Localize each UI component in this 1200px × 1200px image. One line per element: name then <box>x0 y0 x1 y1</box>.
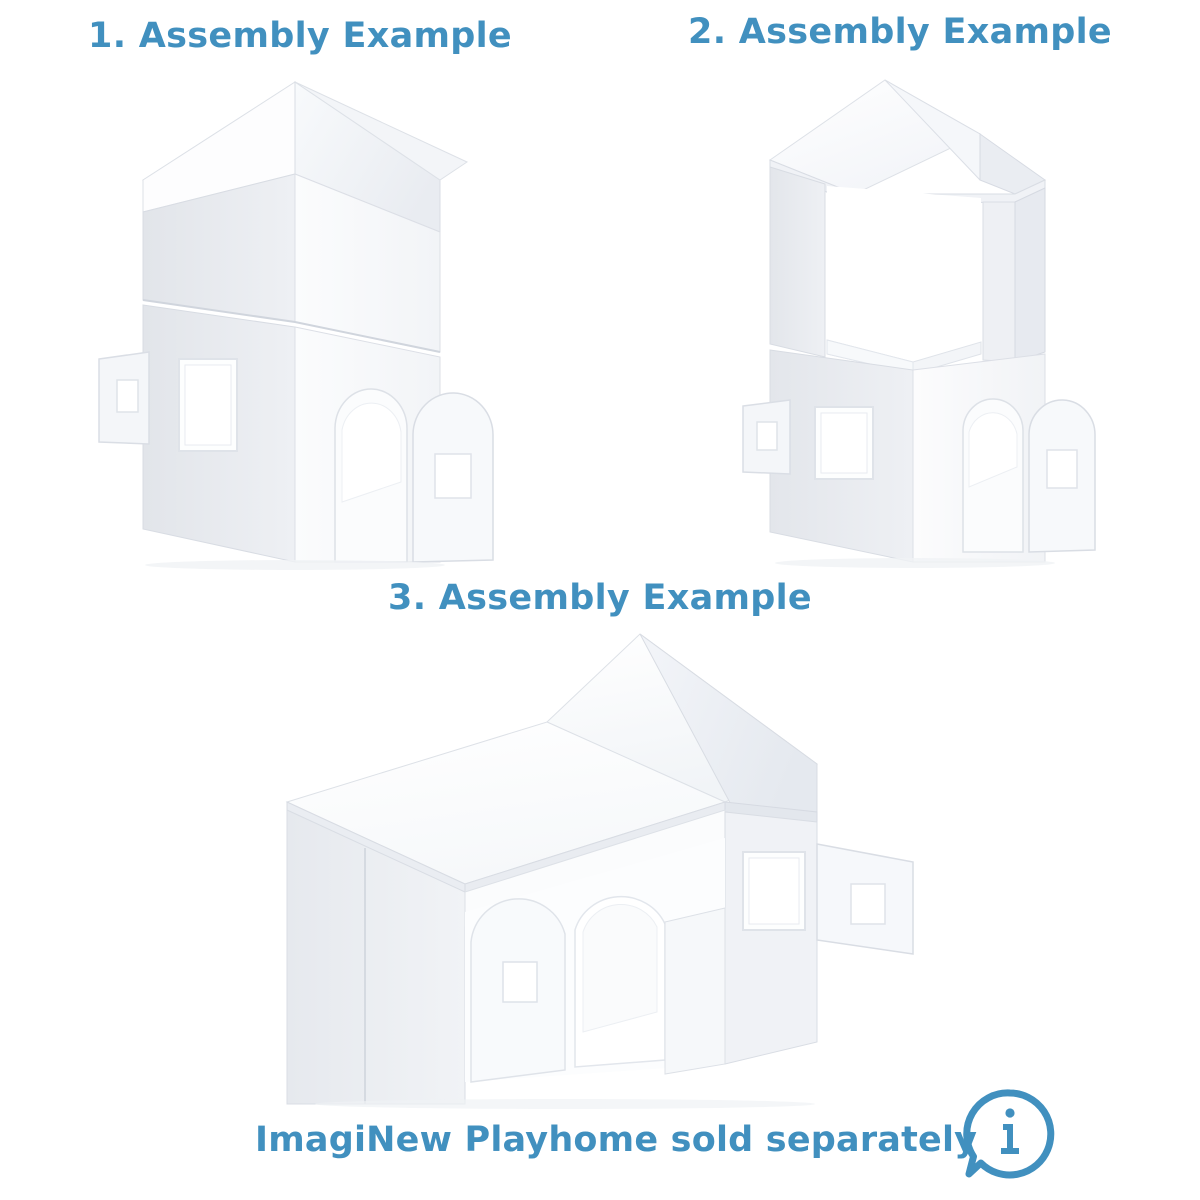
open-interior-void <box>827 186 981 352</box>
info-speech-bubble-icon[interactable] <box>962 1086 1058 1190</box>
footer-caption-row: ImagiNew Playhome sold separately <box>0 1108 1200 1200</box>
arch-left-window <box>502 961 538 1003</box>
step-3-title: 3. Assembly Example <box>388 578 812 618</box>
far-right-post <box>1014 187 1046 363</box>
arched-door-window <box>434 453 472 499</box>
arch-interior-shadow <box>341 402 402 503</box>
right-corner-post <box>982 201 1016 363</box>
arched-door-window <box>1046 449 1078 489</box>
front-right-pillar <box>664 907 726 1075</box>
step-2-title: 2. Assembly Example <box>688 12 1112 52</box>
arch-interior-shadow <box>968 412 1018 488</box>
ground-shadow <box>315 1099 815 1109</box>
right-wall-window-inner <box>748 857 800 925</box>
roof-far-panel <box>294 81 469 181</box>
step-2-playhouse-illustration <box>715 62 1135 572</box>
step-3-playhouse-illustration <box>265 612 955 1112</box>
wall-seam-line <box>142 299 441 353</box>
left-wall-window-inner <box>184 364 232 446</box>
right-shutter-cutout <box>850 883 886 925</box>
ground-shadow <box>145 560 445 570</box>
sold-separately-caption: ImagiNew Playhome sold separately <box>255 1120 978 1160</box>
step-1-title: 1. Assembly Example <box>88 16 512 56</box>
left-shutter-cutout <box>756 421 778 451</box>
step-1-playhouse-illustration <box>95 62 575 572</box>
arch-right-interior <box>582 903 658 1033</box>
left-wall-window-inner <box>820 412 868 474</box>
left-shutter-cutout <box>116 379 139 413</box>
left-corner-post <box>769 166 826 358</box>
ground-shadow <box>775 558 1055 568</box>
right-gable-wall <box>724 811 818 1065</box>
